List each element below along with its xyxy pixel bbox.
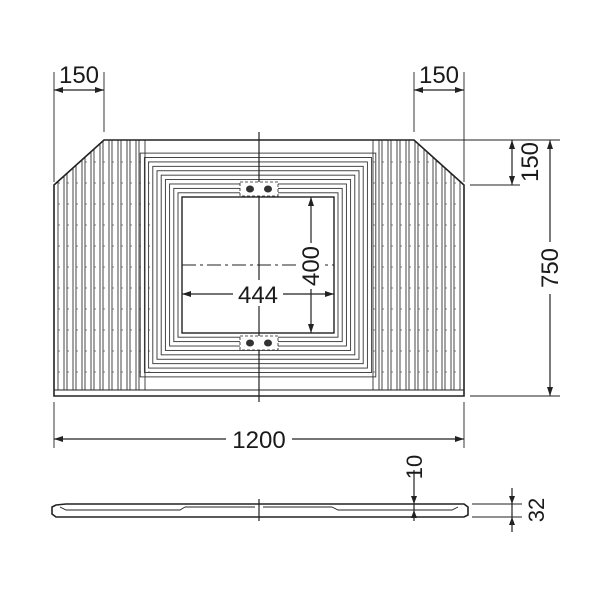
left-chamfer-label: 150 (59, 62, 99, 89)
grating-ring (139, 152, 377, 378)
groove-depth-label: 10 (402, 455, 427, 479)
grating-ring (160, 174, 356, 356)
panel-outline (53, 139, 465, 397)
chamfer-height-label: 150 (517, 142, 544, 182)
opening-height-label: 400 (298, 246, 325, 286)
dimension-right-chamfer: 150 (413, 62, 465, 182)
opening-width-label: 444 (238, 282, 278, 309)
dimension-total-height: 750 (470, 139, 564, 397)
grating-ring (156, 170, 360, 360)
grating-ring (143, 157, 373, 373)
grating-ring (148, 161, 368, 369)
dimension-left-chamfer: 150 (53, 62, 105, 182)
total-height-label: 750 (537, 248, 564, 288)
dimension-groove-depth: 10 (402, 455, 427, 521)
dimension-thickness: 32 (472, 488, 549, 532)
grating-ring (152, 165, 364, 365)
right-chamfer-label: 150 (419, 62, 459, 89)
side-view (51, 499, 469, 521)
fastener-bottom (239, 335, 279, 351)
fastener-top (239, 181, 279, 197)
dimension-opening-height: 400 (298, 197, 325, 333)
thickness-label: 32 (524, 498, 549, 522)
plan-view (53, 132, 465, 402)
grating-ring (164, 179, 352, 351)
dimension-opening-width: 444 (182, 280, 334, 309)
dimension-total-width: 1200 (53, 402, 465, 454)
total-width-label: 1200 (232, 427, 285, 454)
